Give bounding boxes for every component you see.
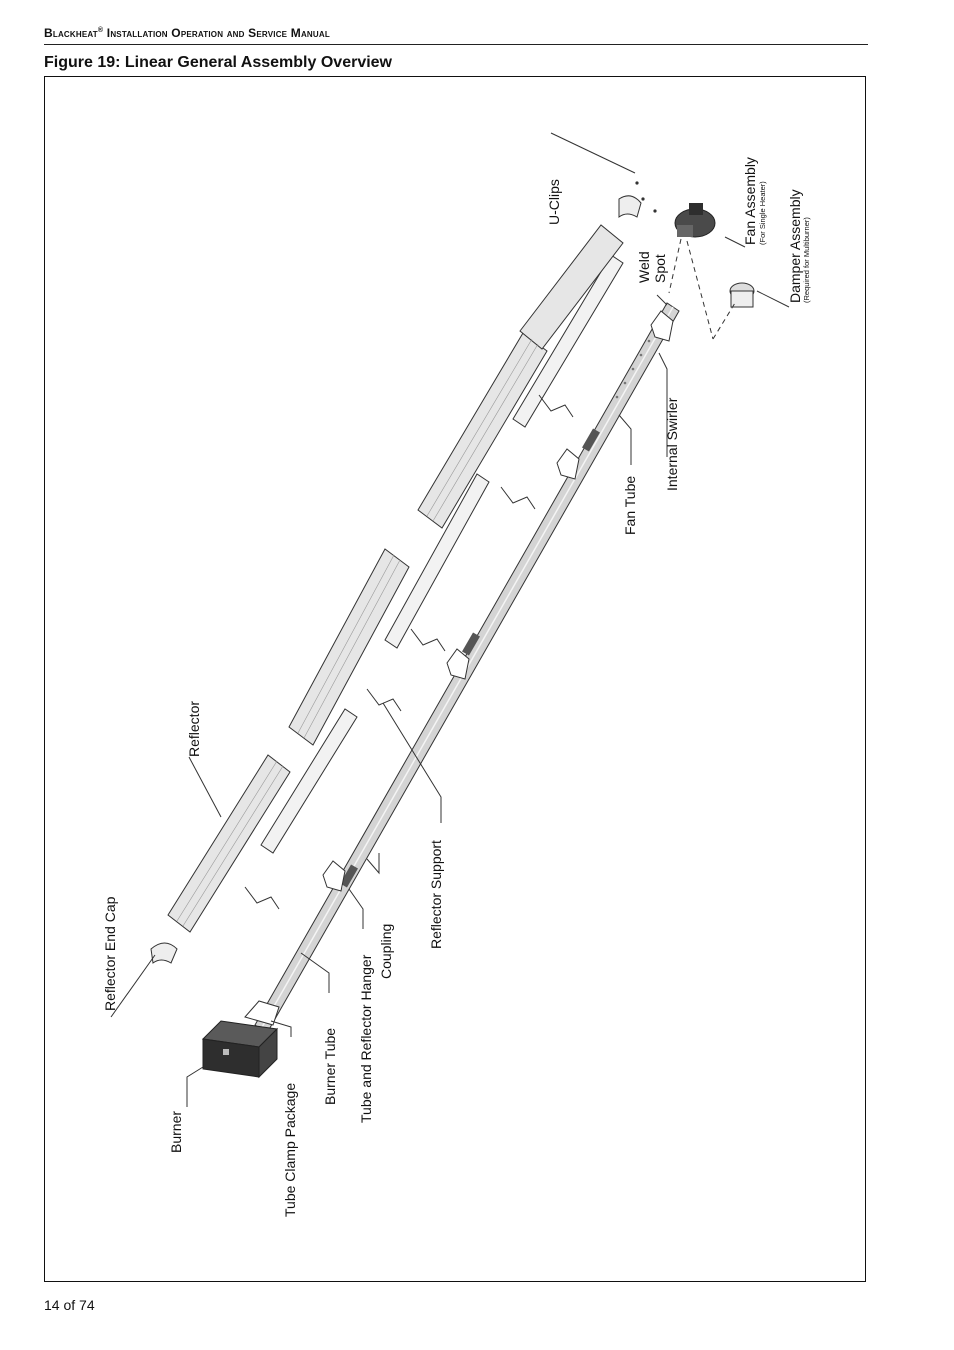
label-tube-clamp-package: Tube Clamp Package — [282, 1083, 298, 1217]
reflector-section-4 — [519, 224, 624, 350]
reflector-section-1 — [167, 754, 291, 933]
reflector-support-3 — [410, 628, 446, 652]
label-tube-reflector-hanger: Tube and Reflector Hanger — [358, 954, 374, 1123]
manual-title: Installation Operation and Service Manua… — [106, 26, 330, 40]
label-fan-assembly: Fan Assembly — [742, 157, 758, 245]
fan-assembly-part — [674, 203, 716, 238]
reflector-shading — [176, 338, 539, 927]
label-internal-swirler: Internal Swirler — [664, 397, 680, 491]
reflector-support-4 — [500, 486, 536, 510]
reflector-end-cap — [150, 942, 178, 964]
reflector-support-1 — [244, 886, 280, 910]
hanger-3 — [556, 448, 580, 480]
reflector-support-5 — [538, 394, 574, 418]
burner-box — [201, 1020, 279, 1079]
reflector-section-1-lip — [260, 708, 358, 854]
label-burner-tube: Burner Tube — [322, 1028, 338, 1105]
leader-lines — [110, 132, 790, 1107]
label-reflector: Reflector — [186, 701, 202, 757]
swirler-perforations — [615, 325, 659, 399]
hanger-1 — [322, 860, 346, 892]
tube-clamp — [244, 1000, 280, 1026]
label-damper-assembly-note: (Required for Multiburner) — [802, 217, 811, 303]
reflector-support-2 — [366, 688, 402, 712]
damper-assembly-part — [729, 282, 755, 308]
coupling-2 — [462, 632, 480, 656]
label-burner: Burner — [168, 1111, 184, 1153]
label-reflector-support: Reflector Support — [428, 840, 444, 949]
figure-frame: U-Clips Fan Assembly (For Single Heater)… — [44, 76, 866, 1282]
hanger-2 — [446, 648, 470, 680]
coupling-1 — [340, 864, 358, 888]
reflector-section-2-lip — [384, 473, 490, 649]
u-clip-part — [618, 195, 642, 218]
page-header: Blackheat® Installation Operation and Se… — [44, 26, 868, 45]
reflector-section-2 — [288, 548, 410, 746]
label-coupling: Coupling — [378, 924, 394, 979]
reflector-section-3-lip — [512, 254, 624, 428]
figure-title: Figure 19: Linear General Assembly Overv… — [44, 54, 392, 71]
coupling-3 — [582, 428, 600, 452]
reflector-supports — [244, 394, 574, 910]
reflector-section-3 — [417, 332, 548, 529]
hanger-4 — [650, 310, 674, 342]
brand-name: Blackheat — [44, 26, 98, 40]
label-fan-assembly-note: (For Single Heater) — [758, 181, 767, 245]
label-weld-line2: Spot — [652, 254, 668, 283]
label-reflector-end-cap: Reflector End Cap — [102, 896, 118, 1011]
assembly-drawing: U-Clips Fan Assembly (For Single Heater)… — [102, 132, 811, 1217]
hangers — [322, 310, 674, 892]
registered-mark: ® — [97, 27, 104, 34]
label-fan-tube: Fan Tube — [622, 476, 638, 535]
label-u-clips: U-Clips — [546, 179, 562, 225]
label-damper-assembly: Damper Assembly — [787, 189, 803, 303]
page-number: 14 of 74 — [44, 1297, 95, 1313]
label-weld-line1: Weld — [636, 251, 652, 283]
reflector-sections — [167, 224, 624, 933]
